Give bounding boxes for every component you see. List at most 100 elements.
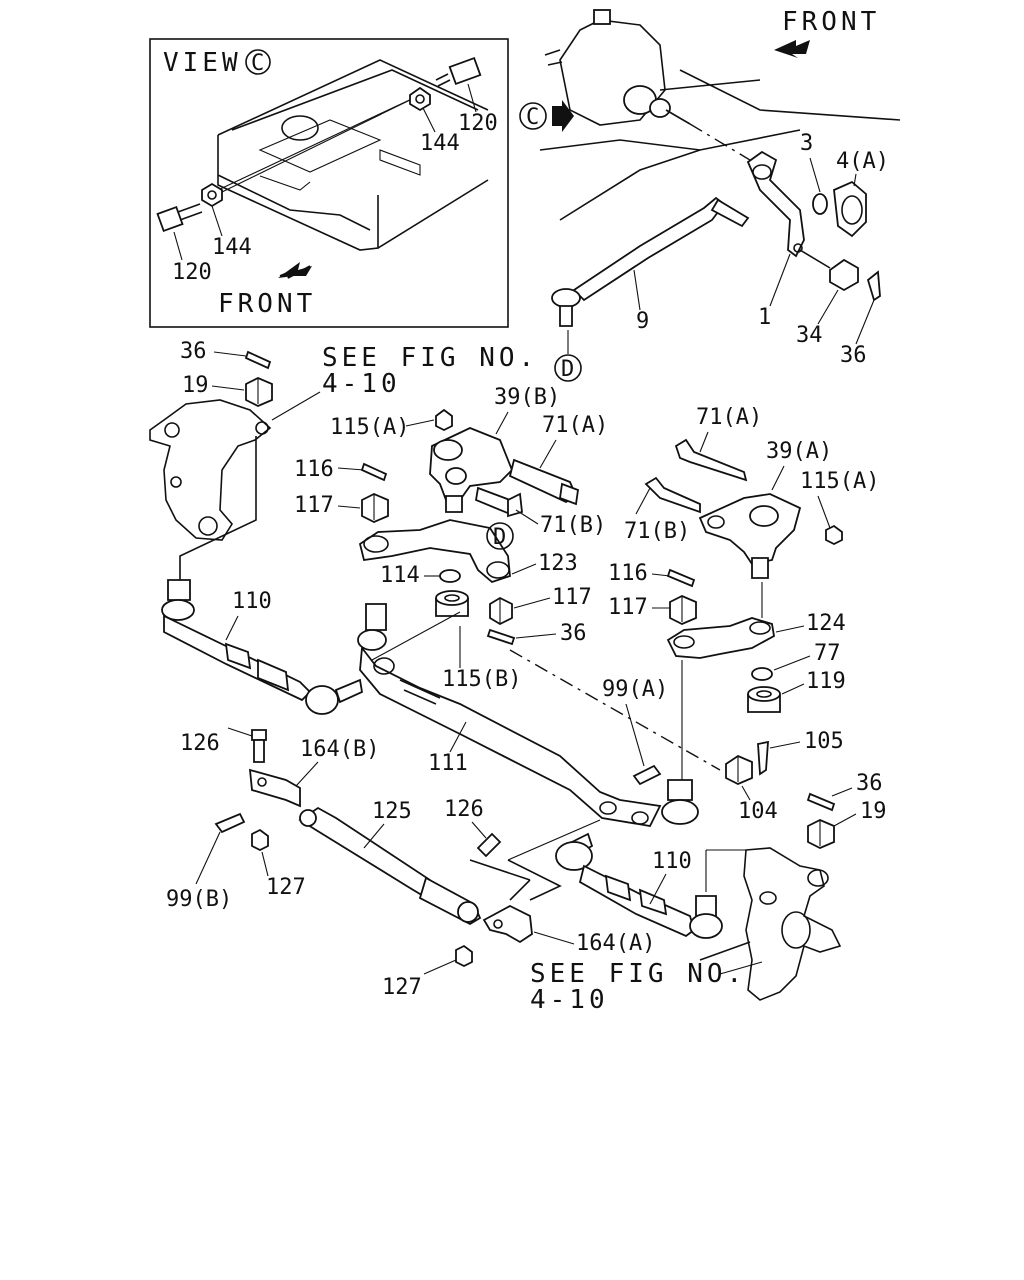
inset-frame-rail <box>217 59 489 251</box>
inset-front-label: FRONT <box>218 289 316 319</box>
front-arrow-icon <box>774 40 810 58</box>
callout-1: 1 <box>758 305 771 330</box>
castle-nut-34 <box>829 258 859 292</box>
cotter-pin-36-left <box>244 350 272 370</box>
callout-127-bottom: 127 <box>382 975 422 1000</box>
inset-bolt-lower <box>156 203 203 233</box>
inset-view-letter: C <box>251 51 264 76</box>
steering-gear-area: FRONT C <box>519 7 901 382</box>
inset-label-120-upper: 120 <box>458 111 498 136</box>
callout-71a-right: 71(A) <box>696 405 762 430</box>
nut-117-mid <box>489 596 513 626</box>
nut-4a <box>833 180 867 238</box>
callout-164a: 164(A) <box>576 931 655 956</box>
callout-119: 119 <box>806 669 846 694</box>
callout-115b: 115(B) <box>442 667 521 692</box>
cotter-pin-36-mid <box>486 628 516 646</box>
callout-110-right: 110 <box>652 849 692 874</box>
callout-34: 34 <box>796 323 823 348</box>
steering-gearbox <box>539 9 901 221</box>
steering-damper-125 <box>298 806 482 926</box>
callout-71a-left: 71(A) <box>542 413 608 438</box>
axis-line-pitman <box>689 123 761 167</box>
front-label: FRONT <box>782 7 880 37</box>
callout-36-mid: 36 <box>560 621 587 646</box>
callout-116-left: 116 <box>294 457 334 482</box>
callout-127-left: 127 <box>266 875 306 900</box>
nut-127-bottom <box>455 944 473 968</box>
drag-link <box>551 196 750 327</box>
idler-arm-bracket-b: 39(B) 115(A) 71(A) 71(B) <box>330 385 608 538</box>
bushing-115b <box>435 590 469 617</box>
snap-ring-77 <box>751 667 773 681</box>
c-marker-label: C <box>526 105 539 130</box>
inset-label-120-lower: 120 <box>172 260 212 285</box>
inset-view-letter-circle <box>245 49 271 75</box>
callout-99a: 99(A) <box>602 677 668 702</box>
callout-36-top: 36 <box>840 343 867 368</box>
callout-39a: 39(A) <box>766 439 832 464</box>
callout-39b: 39(B) <box>494 385 560 410</box>
cotter-pin-116-left <box>360 462 388 482</box>
bolt-99a <box>632 764 662 786</box>
callout-36-right: 36 <box>856 771 883 796</box>
callout-126-left: 126 <box>180 731 220 756</box>
tie-rod-end-right <box>555 832 723 939</box>
bolt-99b <box>214 812 246 834</box>
callout-105: 105 <box>804 729 844 754</box>
callout-104: 104 <box>738 799 778 824</box>
nut-115a-left <box>435 408 453 432</box>
callout-126-mid: 126 <box>444 797 484 822</box>
callout-117-mid: 117 <box>552 585 592 610</box>
callout-9: 9 <box>636 309 649 334</box>
d-marker-mid-circle <box>486 522 514 550</box>
bushing-119 <box>747 686 781 713</box>
inset-view-c: VIEW C <box>149 38 509 328</box>
cotter-pin-105 <box>757 740 769 776</box>
callout-19-left: 19 <box>182 373 209 398</box>
relay-rod-111 <box>357 603 699 827</box>
castle-nut-104 <box>725 754 753 785</box>
callout-99b: 99(B) <box>166 887 232 912</box>
castle-nut-19-right <box>807 819 835 849</box>
tie-rod-end-left <box>161 560 364 715</box>
left-knuckle-area: 36 19 SEE FIG NO. 4-10 <box>149 339 534 580</box>
steering-knuckle-left <box>149 399 272 541</box>
cotter-pin-116-right <box>666 568 696 588</box>
idler-arm-124 <box>666 617 775 659</box>
bracket-164b <box>248 768 301 808</box>
inset-view-title: VIEW <box>163 48 242 78</box>
inset-frame <box>149 38 509 328</box>
inset-bolt-upper <box>435 56 482 87</box>
cotter-pin-36-right <box>806 792 836 812</box>
callout-19-right: 19 <box>860 799 887 824</box>
callout-77: 77 <box>814 641 841 666</box>
castle-nut-117-right <box>669 595 697 625</box>
d-marker-mid-label: D <box>493 525 506 550</box>
axis-line-relay <box>509 649 721 771</box>
callout-123: 123 <box>538 551 578 576</box>
d-marker-top-circle <box>554 354 582 382</box>
inset-front-arrow-head-icon <box>278 262 312 278</box>
castle-nut-19-left <box>245 377 273 407</box>
idler-arm-bracket-a: 71(A) 39(A) 115(A) 71(B) <box>624 405 879 579</box>
callout-110-left: 110 <box>232 589 272 614</box>
inset-label-144-upper: 144 <box>420 131 460 156</box>
bolt-126-mid <box>476 832 502 858</box>
see-fig-1-line2: 4-10 <box>322 369 401 399</box>
callout-36-left: 36 <box>180 339 207 364</box>
inset-nut-lower <box>201 182 223 208</box>
callout-3: 3 <box>800 131 813 156</box>
callout-117-left: 117 <box>294 493 334 518</box>
bolt-126-left <box>251 729 267 741</box>
nut-127-left <box>251 828 269 852</box>
callout-4a: 4(A) <box>836 149 889 174</box>
callout-111: 111 <box>428 751 468 776</box>
d-marker-top-label: D <box>561 357 574 382</box>
c-marker-circle <box>519 102 547 130</box>
inset-nut-upper <box>409 86 431 112</box>
callout-117-right: 117 <box>608 595 648 620</box>
callout-71b-right: 71(B) <box>624 519 690 544</box>
callout-116-right: 116 <box>608 561 648 586</box>
